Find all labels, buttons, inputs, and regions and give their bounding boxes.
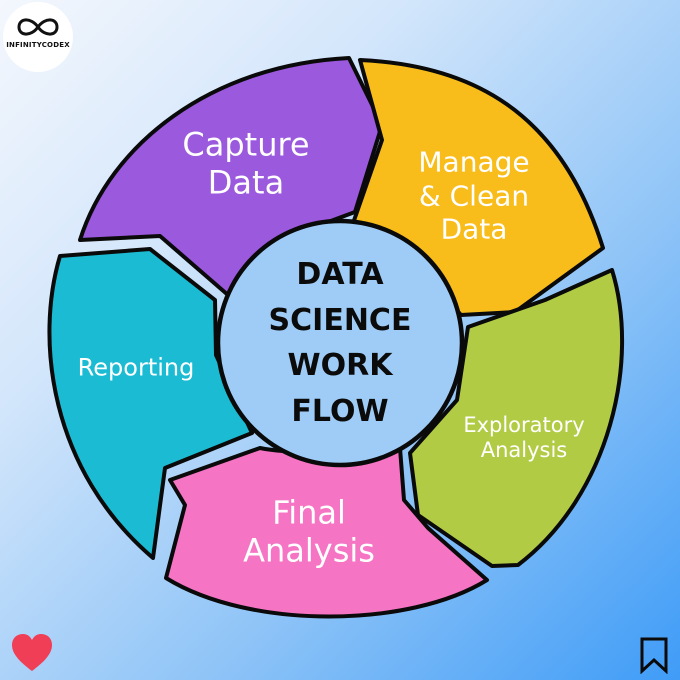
label-capture-data: Capture Data (182, 125, 310, 202)
brand-logo: INFINITYCODEX (3, 2, 73, 72)
segment-exploratory-analysis (408, 268, 624, 568)
segment-capture-data (78, 56, 384, 297)
infinity-icon (17, 18, 59, 36)
bookmark-icon[interactable] (639, 636, 669, 674)
heart-icon[interactable] (10, 633, 54, 673)
label-manage-clean-data: Manage & Clean Data (418, 145, 530, 246)
label-final-analysis: Final Analysis (243, 493, 375, 570)
label-exploratory-analysis: Exploratory Analysis (463, 412, 585, 462)
segment-reporting (47, 247, 254, 560)
label-reporting: Reporting (77, 353, 195, 382)
brand-name: INFINITYCODEX (6, 41, 70, 49)
center-title: DATA SCIENCE WORK FLOW (268, 256, 412, 429)
center-hub (215, 218, 465, 468)
